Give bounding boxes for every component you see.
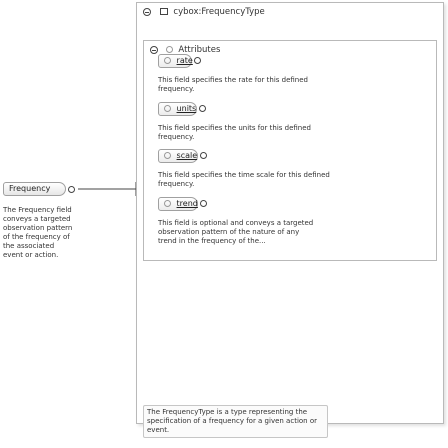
attribute-units-connector-icon (199, 105, 206, 112)
attribute-rate[interactable]: rate (158, 54, 193, 68)
attribute-group-icon (165, 46, 173, 53)
optional-icon (164, 200, 171, 207)
complex-type-doc: The FrequencyType is a type representing… (143, 405, 328, 438)
attributes-collapse-icon[interactable] (150, 45, 158, 54)
attribute-rate-name: rate (176, 56, 193, 65)
element-frequency-doc: The Frequency field conveys a targeted o… (3, 206, 73, 259)
attribute-rate-connector-icon (194, 57, 201, 64)
optional-icon (164, 57, 171, 64)
optional-icon (164, 105, 171, 112)
element-frequency-name: Frequency (9, 184, 51, 193)
attribute-units[interactable]: units (158, 102, 197, 116)
attributes-label: Attributes (178, 45, 221, 55)
attribute-trend-doc: This field is optional and conveys a tar… (158, 219, 314, 245)
attribute-scale-name: scale (176, 151, 198, 160)
attribute-trend-name: trend (176, 199, 198, 208)
collapse-icon[interactable] (143, 7, 151, 16)
attribute-scale[interactable]: scale (158, 149, 198, 163)
attribute-trend-connector-icon (200, 200, 207, 207)
element-frequency-connector-icon (68, 186, 75, 193)
complex-type-name: cybox:FrequencyType (173, 7, 265, 17)
complex-type-icon (159, 8, 168, 15)
attribute-trend[interactable]: trend (158, 197, 198, 211)
attribute-units-doc: This field specifies the units for this … (158, 124, 311, 141)
attribute-rate-doc: This field specifies the rate for this d… (158, 76, 308, 93)
complex-type-box: cybox:FrequencyType Attributes rate This… (136, 2, 444, 424)
optional-icon (164, 152, 171, 159)
complex-type-header: cybox:FrequencyType (143, 7, 265, 17)
attribute-scale-connector-icon (200, 152, 207, 159)
attribute-scale-doc: This field specifies the time scale for … (158, 171, 330, 188)
attributes-header: Attributes (150, 45, 220, 55)
element-frequency[interactable]: Frequency (3, 182, 66, 196)
attribute-units-name: units (176, 104, 197, 113)
